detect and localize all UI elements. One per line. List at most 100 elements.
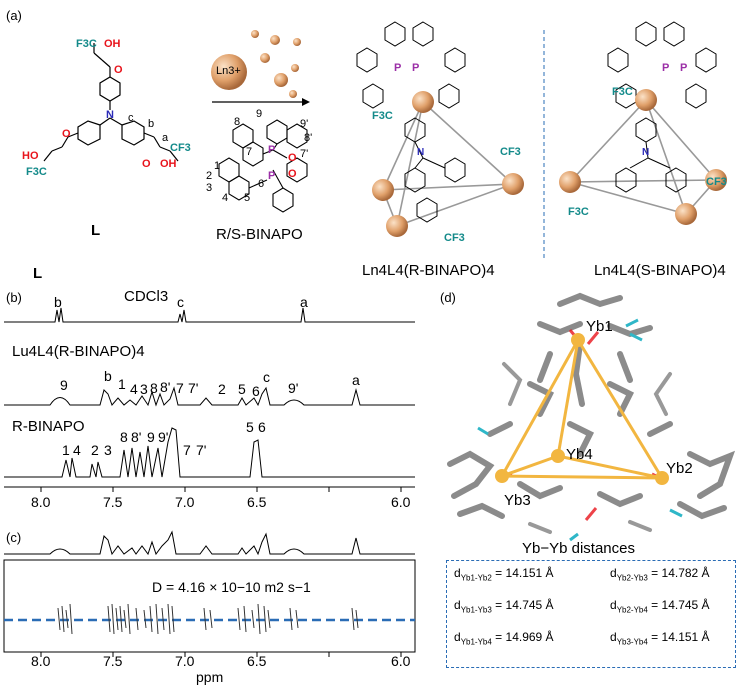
- ln-ion-label: Ln3+: [216, 65, 241, 77]
- binapo-num-3: 3: [206, 182, 213, 194]
- nmr-spectra-b: [4, 307, 415, 492]
- binapo-peak-8: 8: [120, 429, 128, 445]
- complex-r-cf3-top: F3C: [372, 110, 393, 122]
- atom-yb3: Yb3: [504, 492, 531, 509]
- ligand-f3c-left: F3C: [26, 166, 47, 178]
- complex-s-f3c-top: F3C: [612, 86, 633, 98]
- lu-peak-8: 8: [150, 380, 158, 396]
- reaction-arrow: [212, 98, 310, 106]
- ligand-l-structure: O O O N: [43, 43, 179, 170]
- spectrum-cdcl3-label: CDCl3: [124, 288, 169, 305]
- binapo-num-8: 8: [234, 116, 241, 128]
- ln-ion-spheres: [211, 30, 301, 98]
- dist-yb3-yb4-label: Yb3-Yb4: [616, 637, 648, 647]
- complex-s-label: Ln4L4(S-BINAPO)4: [594, 262, 726, 279]
- panel-a-separator: [543, 30, 545, 260]
- b-xtick-80: 8.0: [31, 494, 51, 510]
- binapo-peak-5: 5: [246, 419, 254, 435]
- panel-d-label: (d): [440, 290, 456, 305]
- svg-text:N: N: [417, 147, 424, 158]
- ligand-oh-top: OH: [104, 38, 121, 50]
- b-xtick-60: 6.0: [391, 494, 411, 510]
- dist-yb1-yb2-label: Yb1-Yb2: [460, 573, 492, 583]
- dist-yb1-yb2: dYb1-Yb2 = 14.151 Å: [454, 566, 554, 583]
- binapo-num-9p: 9': [300, 118, 309, 130]
- panel-b-label: (b): [6, 290, 22, 305]
- ligand-letter-c: c: [128, 112, 134, 124]
- complex-r-cf3-bottom: CF3: [444, 232, 465, 244]
- binapo-peak-4: 4: [73, 442, 81, 458]
- spectrum-binapo-label: R-BINAPO: [12, 418, 85, 435]
- c-xtick-75: 7.5: [103, 653, 123, 669]
- dist-yb1-yb4-label: Yb1-Yb4: [460, 637, 492, 647]
- complex-s-f3c-bottom: F3C: [568, 206, 589, 218]
- ligand-name: L: [91, 222, 101, 239]
- complex-r-cage: N: [356, 21, 524, 237]
- ligand-ho-left: HO: [22, 150, 39, 162]
- dist-yb3-yb4-value: = 14.151 Å: [651, 630, 710, 644]
- ligand-f3c-top: F3C: [76, 38, 97, 50]
- binapo-peak-3: 3: [104, 442, 112, 458]
- binapo-peak-9: 9: [147, 429, 155, 445]
- atom-yb4: Yb4: [566, 446, 593, 463]
- b-xtick-75: 7.5: [103, 494, 123, 510]
- dosy-projection: [4, 530, 415, 556]
- complex-s-p-2: P: [680, 62, 688, 74]
- binapo-peak-7: 7: [183, 442, 191, 458]
- binapo-peak-9p: 9': [158, 429, 169, 445]
- panel-a-label: (a): [6, 8, 22, 23]
- lu-peak-6: 6: [252, 383, 260, 399]
- dist-yb3-yb4: dYb3-Yb4 = 14.151 Å: [610, 630, 710, 647]
- binapo-num-6: 6: [258, 178, 265, 190]
- binapo-peak-8p: 8': [131, 429, 142, 445]
- lu-peak-7p: 7': [188, 380, 199, 396]
- ligand-oh-right: OH: [160, 158, 177, 170]
- spectrum-cdcl3: [4, 307, 415, 323]
- lu-peak-3: 3: [140, 381, 148, 397]
- binapo-peak-6: 6: [258, 419, 266, 435]
- dist-yb2-yb4: dYb2-Yb4 = 14.745 Å: [610, 598, 710, 615]
- svg-text:O: O: [62, 128, 71, 140]
- spectrum-lu4l4-label: Lu4L4(R-BINAPO)4: [12, 343, 145, 360]
- diffusion-coefficient: D = 4.16 × 10−10 m2 s−1: [152, 579, 311, 595]
- dist-yb2-yb4-value: = 14.745 Å: [651, 598, 710, 612]
- svg-text:O: O: [142, 158, 151, 170]
- dist-yb2-yb3: dYb2-Yb3 = 14.782 Å: [610, 566, 710, 583]
- lu-peak-1: 1: [118, 376, 126, 392]
- binapo-peak-2: 2: [91, 442, 99, 458]
- dosy-plot-frame: [3, 559, 416, 657]
- c-xtick-60: 6.0: [391, 653, 411, 669]
- binapo-p-1: P: [268, 144, 276, 156]
- spectrum-binapo: [4, 427, 415, 478]
- distances-box: [446, 560, 736, 668]
- cdcl3-peak-c: c: [177, 294, 184, 310]
- svg-text:N: N: [106, 109, 114, 121]
- complex-s-text: Ln4L4(S-BINAPO)4: [594, 262, 726, 279]
- lu-peak-c: c: [263, 369, 270, 385]
- arrow-number-9: 9: [256, 108, 263, 120]
- lu-peak-2: 2: [218, 381, 226, 397]
- complex-r-p-1: P: [394, 62, 402, 74]
- ligand-letter-b: b: [148, 118, 155, 130]
- ligand-side-label: L: [33, 265, 43, 282]
- panel-c-label: (c): [6, 530, 22, 545]
- dist-yb2-yb4-label: Yb2-Yb4: [616, 605, 648, 615]
- dist-yb2-yb3-value: = 14.782 Å: [651, 566, 710, 580]
- ligand-letter-a: a: [162, 132, 169, 144]
- dist-yb2-yb3-label: Yb2-Yb3: [616, 573, 648, 583]
- b-xtick-65: 6.5: [247, 494, 267, 510]
- lu-peak-a: a: [352, 372, 360, 388]
- lu-peak-4: 4: [130, 381, 138, 397]
- binapo-label: R/S-BINAPO: [216, 226, 303, 243]
- complex-s-cf3-right: CF3: [706, 176, 727, 188]
- cdcl3-peak-a: a: [300, 294, 308, 310]
- binapo-num-4: 4: [222, 192, 229, 204]
- lu-peak-5: 5: [238, 381, 246, 397]
- binapo-num-7: 7: [246, 146, 253, 158]
- lu-peak-b: b: [104, 368, 112, 384]
- distances-title: Yb−Yb distances: [522, 540, 635, 557]
- binapo-p-2: P: [268, 170, 276, 182]
- binapo-num-5: 5: [244, 192, 251, 204]
- lu-peak-9: 9: [60, 377, 68, 393]
- svg-text:N: N: [642, 147, 649, 158]
